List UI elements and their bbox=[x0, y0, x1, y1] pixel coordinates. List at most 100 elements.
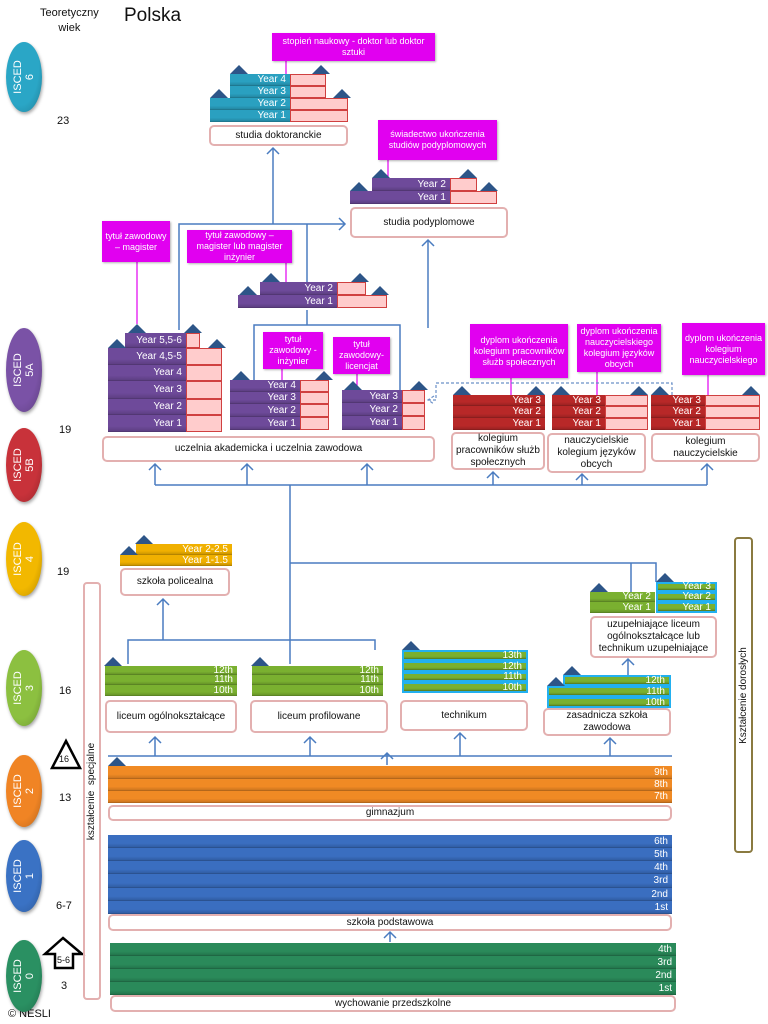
year-label: 10th bbox=[252, 685, 383, 696]
year-row: Year 2 bbox=[230, 404, 329, 417]
qualification-kolegium-teacher: dyplom ukończenia kolegium nauczycielski… bbox=[682, 323, 765, 375]
year-row: 3rd bbox=[108, 874, 672, 888]
year-label: 4th bbox=[110, 943, 676, 956]
year-label: Year 2 bbox=[108, 399, 186, 415]
level-marker-icon bbox=[590, 583, 608, 592]
year-label: Year 2 bbox=[260, 282, 337, 295]
year-row: Year 2 bbox=[342, 403, 425, 416]
year-row: Year 1 bbox=[453, 418, 545, 430]
level-marker-icon bbox=[120, 546, 138, 555]
year-label: Year 3 bbox=[108, 381, 186, 399]
year-row: 9th bbox=[108, 766, 672, 779]
level-marker-icon bbox=[351, 273, 369, 282]
qualification-kolegium-social: dyplom ukończenia kolegium pracowników s… bbox=[470, 324, 568, 378]
year-label: Year 3 bbox=[230, 392, 300, 404]
year-label: Year 2 bbox=[230, 404, 300, 417]
year-label: 2nd bbox=[110, 969, 676, 982]
level-marker-icon bbox=[312, 65, 330, 74]
year-label: 2nd bbox=[108, 888, 672, 901]
special-education-label: kształcenie specjalne bbox=[86, 742, 98, 840]
level-marker-icon bbox=[104, 657, 122, 666]
level-marker-icon bbox=[410, 381, 428, 390]
year-label: Year 1 bbox=[238, 295, 337, 308]
year-label: 3rd bbox=[110, 956, 676, 969]
year-label: Year 3 bbox=[552, 395, 605, 406]
level-marker-icon bbox=[350, 182, 368, 191]
year-label: Year 2 bbox=[372, 178, 450, 191]
age-marker-arrow: 5-6 bbox=[57, 955, 71, 965]
year-row: 5th bbox=[108, 848, 672, 861]
year-label: 10th bbox=[404, 682, 526, 693]
year-label: 12th bbox=[252, 665, 383, 676]
year-label: 11th bbox=[404, 671, 526, 682]
year-extension bbox=[402, 403, 425, 416]
copyright: © NESLI bbox=[8, 1008, 51, 1020]
level-marker-icon bbox=[552, 386, 570, 395]
level-marker-icon bbox=[459, 169, 477, 178]
year-row: Year 1 bbox=[656, 602, 717, 613]
level-marker-icon bbox=[315, 371, 333, 380]
year-row: 10th bbox=[252, 685, 383, 696]
year-row: Year 2 bbox=[372, 178, 477, 191]
age-13: 13 bbox=[59, 792, 72, 804]
year-label: Year 1 bbox=[342, 416, 402, 430]
year-label: Year 2 bbox=[658, 591, 715, 602]
qualification-doctor: stopień naukowy - doktor lub doktor sztu… bbox=[272, 33, 435, 61]
year-row: Year 1 bbox=[651, 418, 760, 430]
year-row: Year 2 bbox=[260, 282, 366, 295]
year-extension bbox=[402, 416, 425, 430]
year-row: 4th bbox=[108, 861, 672, 874]
level-marker-icon bbox=[210, 89, 228, 98]
level-marker-icon bbox=[239, 286, 257, 295]
year-row: Year 2-2.5 bbox=[136, 544, 232, 555]
year-extension bbox=[337, 282, 366, 295]
level-marker-icon bbox=[333, 89, 351, 98]
year-label: Year 3 bbox=[230, 86, 290, 98]
level-marker-icon bbox=[344, 381, 362, 390]
year-label: Year 1 bbox=[658, 602, 715, 613]
year-extension bbox=[402, 390, 425, 403]
year-label: Year 1 bbox=[651, 418, 705, 430]
year-row: Year 2 bbox=[108, 399, 222, 415]
qualification-licencjat: tytuł zawodowy- licencjat bbox=[333, 337, 390, 374]
year-row: Year 1-1.5 bbox=[120, 555, 232, 566]
year-label: Year 3 bbox=[651, 395, 705, 406]
year-label: Year 1 bbox=[230, 417, 300, 430]
year-row: Year 2 bbox=[210, 98, 348, 110]
school-kolegium-teacher: kolegium nauczycielskie bbox=[651, 433, 760, 462]
year-label: 11th bbox=[105, 674, 237, 685]
level-marker-icon bbox=[232, 371, 250, 380]
level-marker-icon bbox=[630, 386, 648, 395]
year-row: Year 4,5-5 bbox=[108, 348, 222, 365]
age-19: 19 bbox=[59, 424, 72, 436]
year-label: Year 2 bbox=[590, 591, 655, 602]
year-label: 12th bbox=[565, 675, 669, 686]
school-gimnazjum: gimnazjum bbox=[108, 805, 672, 821]
year-extension bbox=[186, 348, 222, 365]
year-label: Year 4 bbox=[108, 365, 186, 381]
year-extension bbox=[186, 381, 222, 399]
level-marker-icon bbox=[108, 339, 126, 348]
age-column-header: Teoretyczny wiek bbox=[40, 6, 99, 36]
year-row: Year 1 bbox=[210, 110, 348, 122]
age-3: 3 bbox=[61, 980, 68, 992]
year-row: Year 3 bbox=[230, 392, 329, 404]
year-label: Year 1 bbox=[350, 191, 450, 204]
level-marker-icon bbox=[480, 182, 498, 191]
year-row: 4th bbox=[110, 943, 676, 956]
year-label: Year 2 bbox=[651, 406, 705, 418]
year-row: Year 3 bbox=[656, 581, 717, 592]
level-marker-icon bbox=[208, 339, 226, 348]
year-label: Year 1 bbox=[210, 110, 290, 122]
year-row: 10th bbox=[547, 697, 671, 708]
year-row: Year 1 bbox=[342, 416, 425, 430]
year-row: Year 3 bbox=[342, 390, 425, 403]
